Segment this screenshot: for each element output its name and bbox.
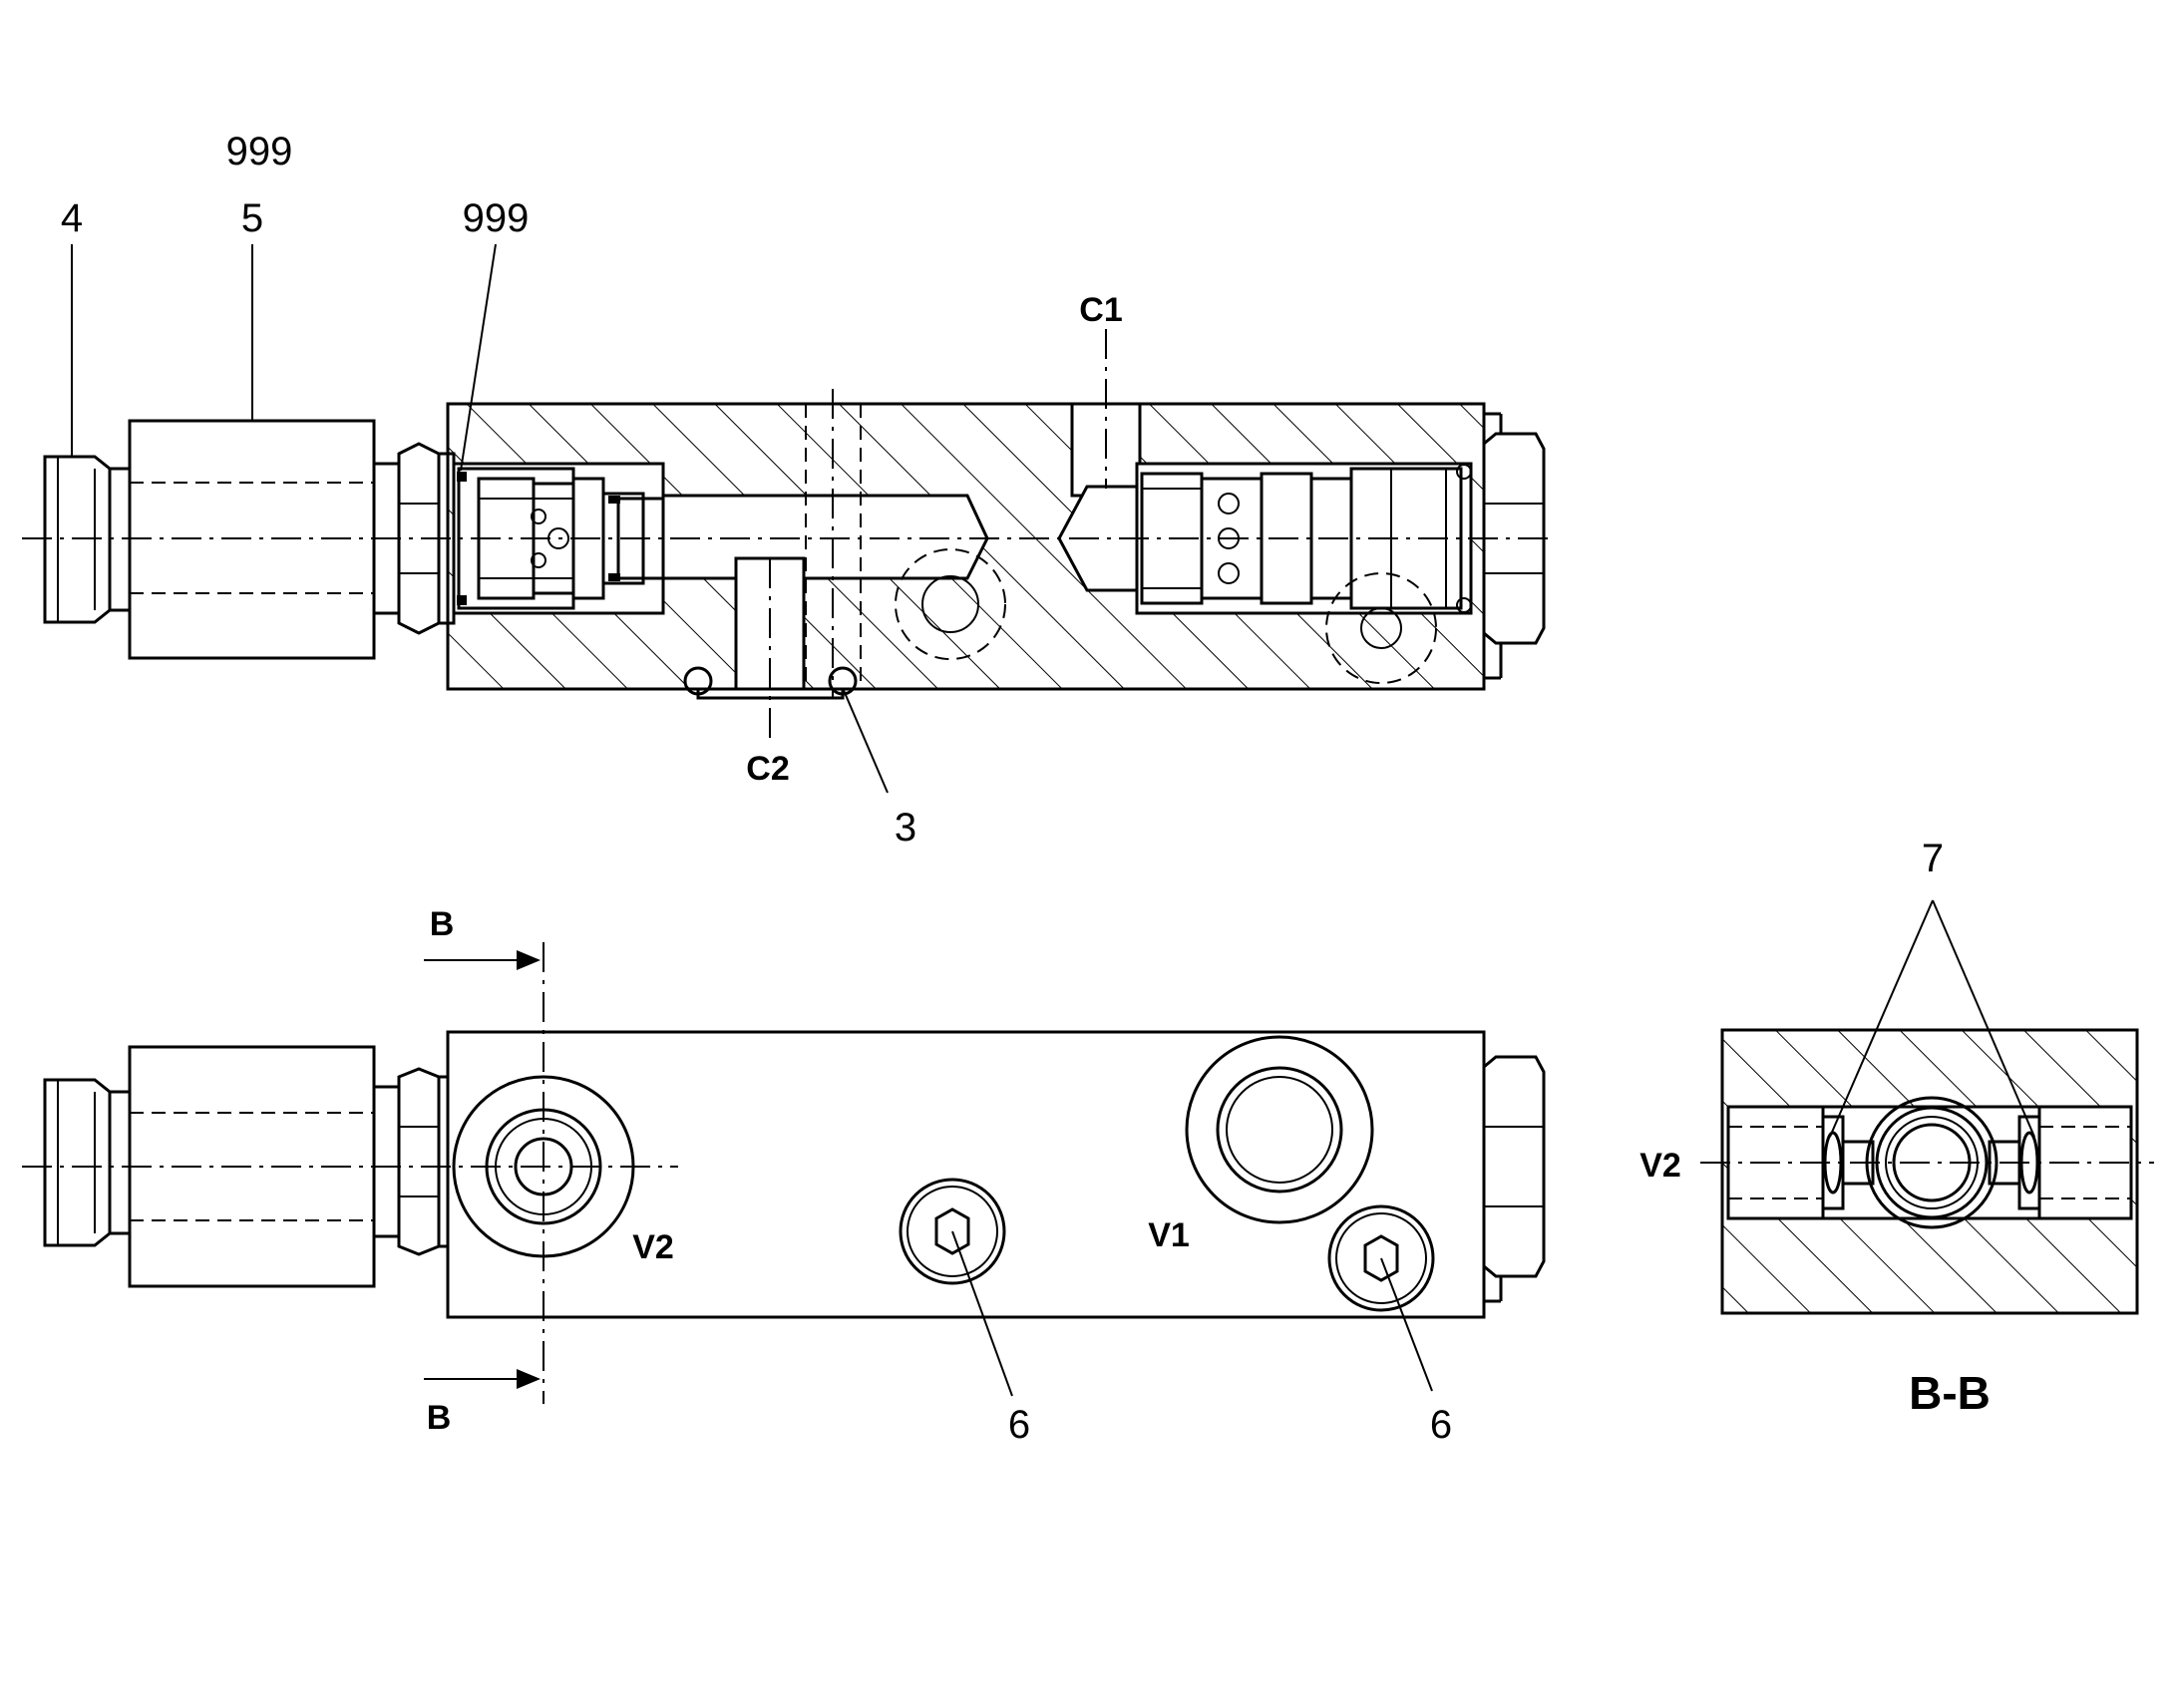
- front-view: B B V2 V1 6 6: [22, 905, 1546, 1447]
- label-section-mark-top: B: [430, 905, 455, 943]
- label-item-6-left: 6: [1008, 1403, 1030, 1447]
- main-bore: [656, 494, 989, 580]
- label-port-c2: C2: [746, 750, 789, 788]
- label-port-c1: C1: [1079, 291, 1122, 329]
- label-item-3: 3: [895, 806, 916, 850]
- label-section-title: B-B: [1909, 1367, 1991, 1419]
- right-plug-nut: [1482, 412, 1546, 680]
- right-cartridge: [1140, 464, 1472, 613]
- label-item-7: 7: [1922, 837, 1944, 880]
- plug-screw-left: [899, 1178, 1006, 1285]
- cross-port-right: [1325, 572, 1437, 684]
- label-item-999-top: 999: [226, 130, 293, 173]
- section-b-b-view: 7 V2 B-B: [1639, 837, 2154, 1419]
- plug-screw-right: [1327, 1204, 1435, 1312]
- label-port-v1-front: V1: [1148, 1216, 1190, 1254]
- label-item-999: 999: [463, 196, 530, 240]
- label-port-v2-front: V2: [632, 1228, 674, 1266]
- right-cavity: [1057, 485, 1144, 592]
- label-item-5: 5: [241, 196, 263, 240]
- label-section-mark-bottom: B: [427, 1399, 452, 1437]
- label-item-6-right: 6: [1430, 1403, 1452, 1447]
- section-view: 999 4 5 999 C1 C2 3: [22, 130, 1556, 850]
- port-v1-face: [1185, 1035, 1374, 1224]
- label-item-4: 4: [61, 196, 83, 240]
- label-port-v2-section: V2: [1639, 1147, 1681, 1185]
- cross-port-left: [895, 548, 1006, 660]
